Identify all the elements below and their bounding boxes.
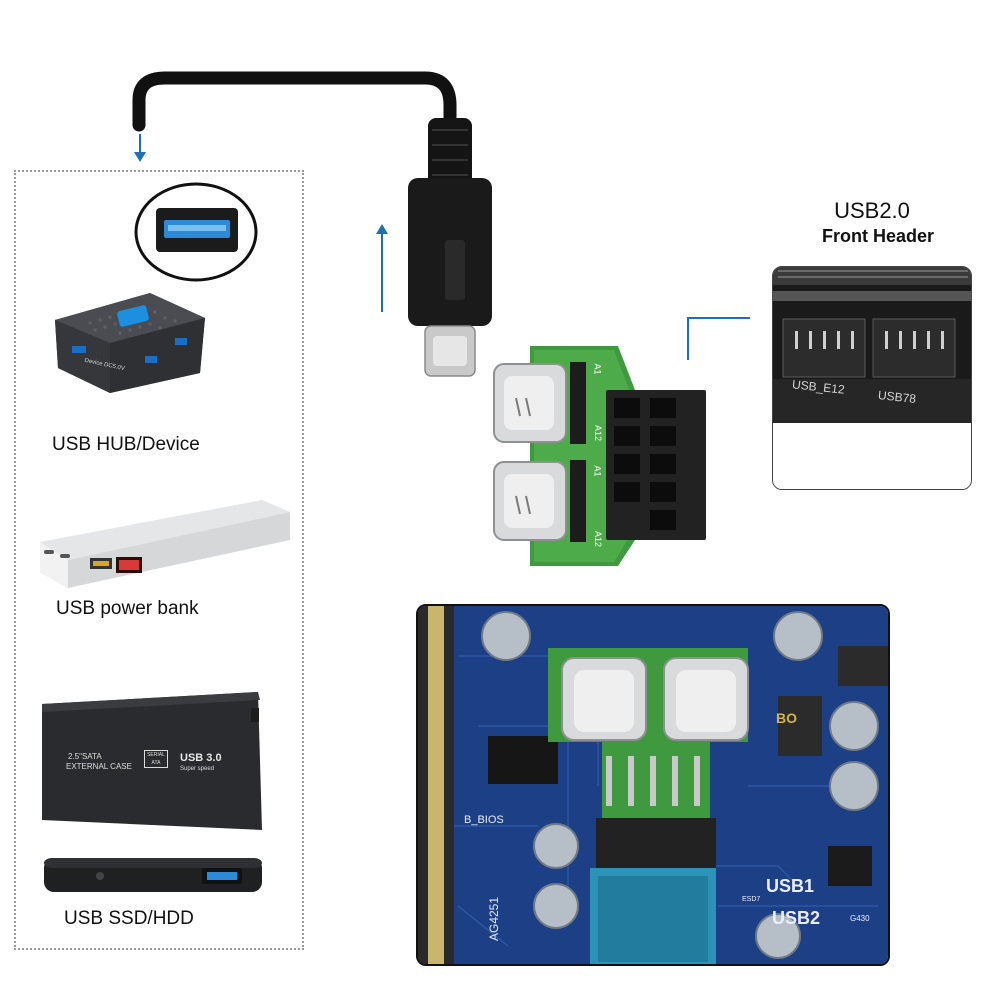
- mb-label-ag4251: AG4251: [487, 896, 502, 942]
- external-hdd-case-image: [42, 692, 262, 830]
- callout-connector-line: [687, 317, 750, 360]
- hdd-case-line1: 2.5"SATA: [68, 752, 102, 761]
- hdd-case-badge: SERIAL ATA: [144, 750, 168, 768]
- device-list-panel: [14, 170, 304, 950]
- device-label-usb-hub: USB HUB/Device: [52, 434, 200, 455]
- up-arrow-icon: [376, 224, 388, 312]
- header-title: USB2.0: [834, 198, 910, 223]
- adapter-board-image: [493, 346, 706, 566]
- header-subtitle: Front Header: [821, 226, 935, 246]
- device-label-power-bank: USB power bank: [56, 598, 199, 619]
- motherboard-photo-graphic: [418, 606, 888, 964]
- adapter-pin-label-2: A12: [593, 424, 604, 442]
- hdd-case-usb: USB 3.0: [180, 752, 222, 764]
- down-arrow-icon: [134, 134, 146, 162]
- adapter-pin-label-4: A12: [593, 530, 604, 548]
- front-header-photo-graphic: [773, 267, 971, 489]
- usb-port-closeup: [134, 182, 258, 282]
- adapter-pin-label-3: A1: [592, 465, 603, 477]
- mb-label-usb2: USB2: [772, 908, 821, 928]
- device-label-ssd-hdd: USB SSD/HDD: [64, 908, 194, 929]
- usb-hub-image: [55, 293, 205, 393]
- hdd-case-speed: Super speed: [180, 766, 215, 772]
- motherboard-photo: [416, 604, 890, 966]
- mb-label-g430: G430: [850, 914, 870, 923]
- mb-label-esd7: ESD7: [742, 896, 761, 903]
- power-bank-image: [40, 500, 290, 588]
- mb-label-bios: B_BIOS: [464, 814, 504, 826]
- hdd-case-line2: EXTERNAL CASE: [66, 762, 132, 771]
- mb-label-bo: BO: [776, 710, 797, 726]
- hdd-side-view-image: [44, 858, 262, 892]
- adapter-pin-label-1: A1: [592, 363, 603, 375]
- mb-label-usb1: USB1: [766, 876, 815, 896]
- front-header-photo: [772, 266, 972, 490]
